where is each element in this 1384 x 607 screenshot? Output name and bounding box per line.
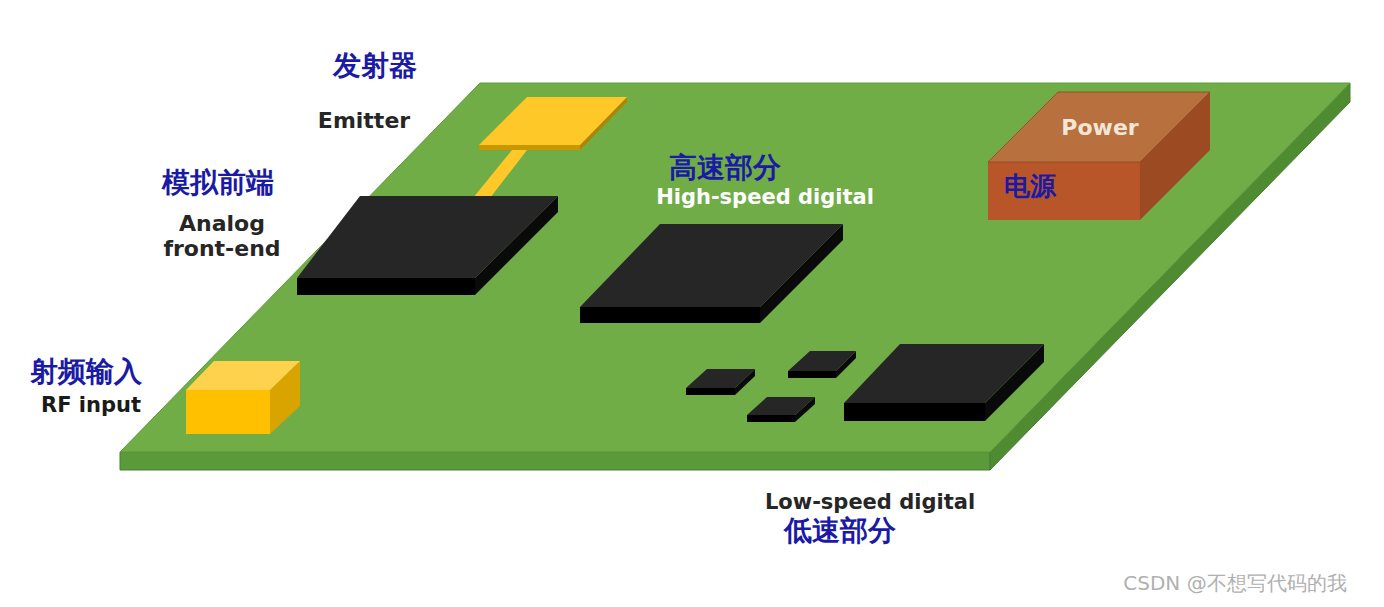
- small-chip: [686, 369, 755, 388]
- chip-edge: [686, 388, 735, 395]
- part-label-zh: 发射器: [333, 50, 417, 82]
- part-label-en: Analog front-end: [160, 211, 285, 262]
- chip-edge: [580, 307, 760, 323]
- board-top: [120, 83, 1350, 452]
- emitter-edge: [479, 145, 580, 150]
- rf-connector-top: [186, 361, 300, 390]
- part-label-en: Low-speed digital: [765, 490, 975, 514]
- power-box-shape: [986, 90, 1212, 222]
- power-box-front: [988, 162, 1140, 220]
- part-label-zh: 高速部分: [669, 152, 781, 184]
- power-block: Power 电源: [986, 90, 1212, 222]
- low-speed-chip: [844, 344, 1044, 403]
- rf-connector-front: [186, 390, 270, 434]
- block-title: Power: [1061, 115, 1138, 140]
- part-label-zh: 模拟前端: [162, 167, 274, 199]
- part-label-en: RF input: [41, 393, 141, 417]
- chip-edge: [844, 403, 985, 421]
- emitter-trace: [473, 150, 527, 198]
- part-label-zh: 射频输入: [30, 356, 142, 388]
- board-front-edge: [120, 452, 990, 470]
- watermark: CSDN @不想写代码的我: [1123, 572, 1346, 595]
- analog-chip: [297, 196, 558, 278]
- small-chip: [788, 351, 856, 371]
- part-label-en: Emitter: [318, 108, 410, 133]
- chip-edge: [788, 371, 836, 378]
- part-label-zh: 低速部分: [784, 515, 896, 547]
- high-speed-chip: [580, 224, 843, 307]
- block-label: 电源: [1004, 169, 1056, 204]
- power-box-top: [988, 92, 1210, 162]
- small-chip: [747, 397, 815, 415]
- chip-edge: [297, 278, 475, 295]
- part-label-en: High-speed digital: [656, 185, 874, 209]
- chip-edge: [747, 415, 795, 422]
- emitter-pad: [479, 97, 627, 145]
